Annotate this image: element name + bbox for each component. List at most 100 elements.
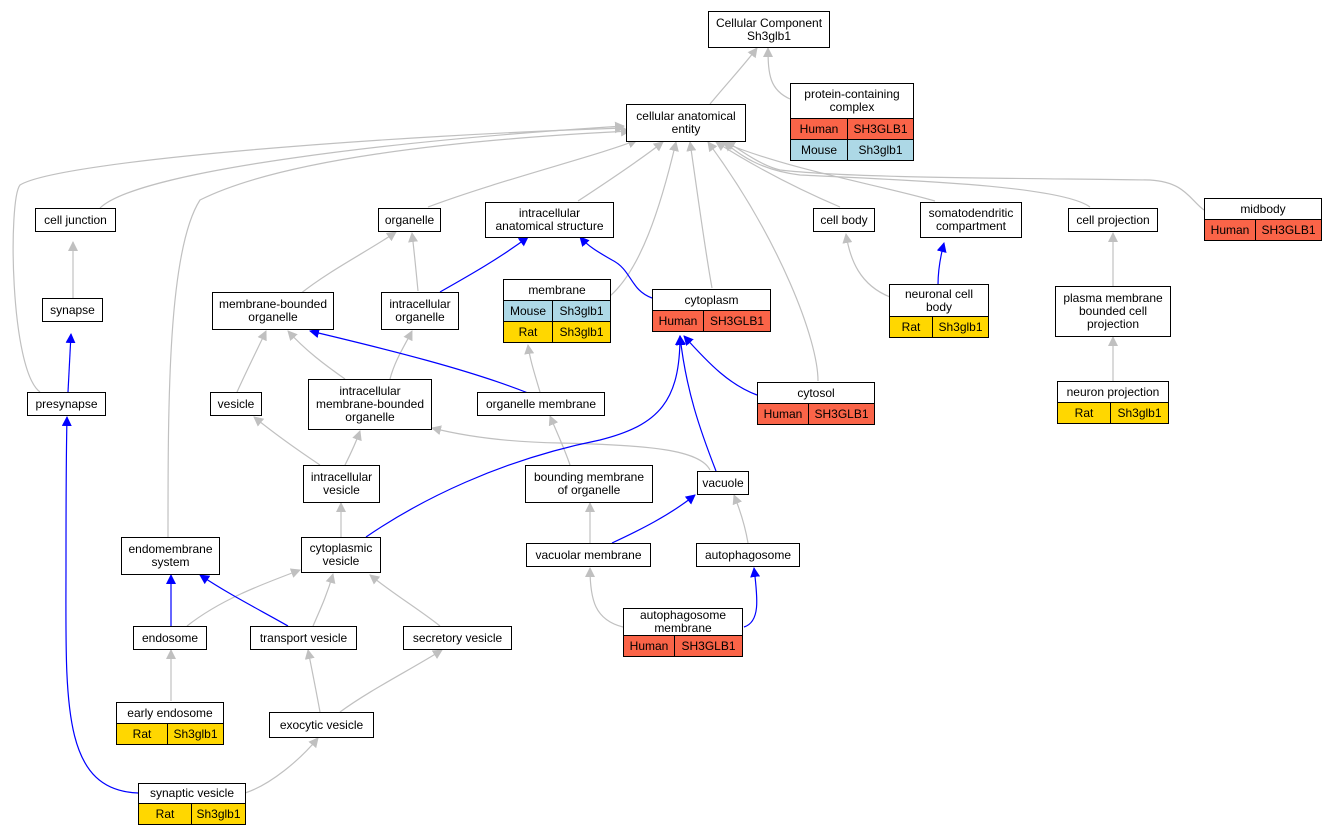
edge-pre-cae (12, 123, 625, 393)
edge-cp-cae (723, 141, 1091, 208)
edge-sdc-ncb (936, 242, 947, 286)
node-imbo: intracellular membrane-bounded organelle (308, 379, 432, 430)
node-cb: cell body (813, 208, 875, 232)
node-label: intracellular anatomical structure (485, 202, 614, 238)
node-tv: transport vesicle (250, 626, 357, 650)
species-name: Mouse (503, 300, 553, 322)
species-name: Rat (503, 321, 553, 343)
node-label: intracellular organelle (381, 292, 459, 330)
node-bmo: bounding membrane of organelle (525, 465, 653, 503)
node-label: organelle (378, 208, 441, 232)
gene-symbol: Sh3glb1 (847, 139, 914, 161)
node-label: somatodendritic compartment (920, 202, 1022, 238)
gene-symbol: Sh3glb1 (932, 316, 989, 338)
edge-ev-sv (339, 649, 443, 713)
edge-synv-pre (61, 416, 139, 794)
node-endo: endosome (133, 626, 207, 650)
edge-ev-tv (304, 649, 321, 713)
node-label: membrane (503, 279, 611, 301)
node-label: endosome (133, 626, 207, 650)
species-name: Rat (889, 316, 933, 338)
edge-mem-cae (609, 141, 679, 297)
edge-cyto-cae (686, 141, 713, 289)
node-label: secretory vesicle (403, 626, 512, 650)
edge-am-auto (743, 567, 761, 628)
node-syn: synapse (42, 298, 103, 322)
edge-cyto-ias (579, 236, 653, 299)
species-name: Human (652, 310, 704, 332)
edge-org-cae (427, 138, 638, 208)
node-label: cytoplasmic vesicle (301, 537, 381, 573)
gene-symbol: Sh3glb1 (552, 321, 611, 343)
node-label: vacuole (697, 471, 749, 495)
node-ias: intracellular anatomical structure (485, 202, 614, 238)
node-sdc: somatodendritic compartment (920, 202, 1022, 238)
edge-imbo-mbo (287, 330, 346, 380)
node-om: organelle membrane (477, 392, 605, 416)
edge-tv-cv (312, 573, 336, 627)
node-auto: autophagosome (696, 543, 800, 567)
edge-ves-mbo (236, 330, 267, 393)
node-label: intracellular membrane-bounded organelle (308, 379, 432, 430)
edge-auto-vac (732, 494, 749, 544)
node-cj: cell junction (35, 208, 116, 232)
edge-io-org (408, 232, 419, 292)
node-label: cell junction (35, 208, 116, 232)
edge-pcc-root (763, 47, 791, 100)
gene-symbol: SH3GLB1 (1255, 219, 1322, 241)
node-org: organelle (378, 208, 441, 232)
node-label: neuron projection (1057, 381, 1169, 403)
edge-syn-pre (65, 333, 76, 393)
edge-endo-cv (186, 568, 301, 627)
node-io: intracellular organelle (381, 292, 459, 330)
edge-io-ias (440, 240, 505, 292)
edge-sdc-cae (721, 140, 936, 202)
edge-sv-cv (369, 574, 441, 627)
edge-om-mem (524, 344, 541, 393)
node-sv: secretory vesicle (403, 626, 512, 650)
node-label: endomembrane system (121, 537, 220, 575)
node-vm: vacuolar membrane (526, 543, 651, 567)
node-label: cytoplasm (652, 289, 771, 311)
node-label: organelle membrane (477, 392, 605, 416)
node-iv: intracellular vesicle (303, 465, 380, 503)
node-ev: exocytic vesicle (269, 712, 374, 738)
node-ems: endomembrane system (121, 537, 220, 575)
node-label: autophagosome membrane (623, 608, 743, 636)
edge-cytosol-cyto (683, 335, 758, 396)
gene-symbol: SH3GLB1 (808, 403, 875, 425)
edge-cj-cae (99, 121, 625, 209)
gene-symbol: Sh3glb1 (191, 803, 246, 825)
node-label: neuronal cell body (889, 284, 989, 317)
node-root: Cellular Component Sh3glb1 (708, 11, 830, 48)
node-label: cytosol (757, 382, 875, 404)
node-mbo: membrane-bounded organelle (212, 292, 334, 330)
species-name: Mouse (790, 139, 848, 161)
node-ves: vesicle (210, 392, 262, 416)
edge-vac-imbo (431, 425, 711, 471)
edge-iv-imbo (344, 430, 362, 466)
gene-symbol: Sh3glb1 (167, 723, 224, 745)
node-label: transport vesicle (250, 626, 357, 650)
node-label: cellular anatomical entity (626, 104, 746, 142)
edge-cae-root (709, 47, 758, 105)
node-label: cell projection (1068, 208, 1158, 232)
species-name: Rat (1057, 402, 1111, 424)
gene-symbol: SH3GLB1 (847, 118, 914, 140)
species-name: Human (623, 635, 675, 657)
node-cp: cell projection (1068, 208, 1158, 232)
edge-tv-ems (199, 574, 289, 627)
edge-mbo-org (299, 231, 397, 295)
node-label: intracellular vesicle (303, 465, 380, 503)
